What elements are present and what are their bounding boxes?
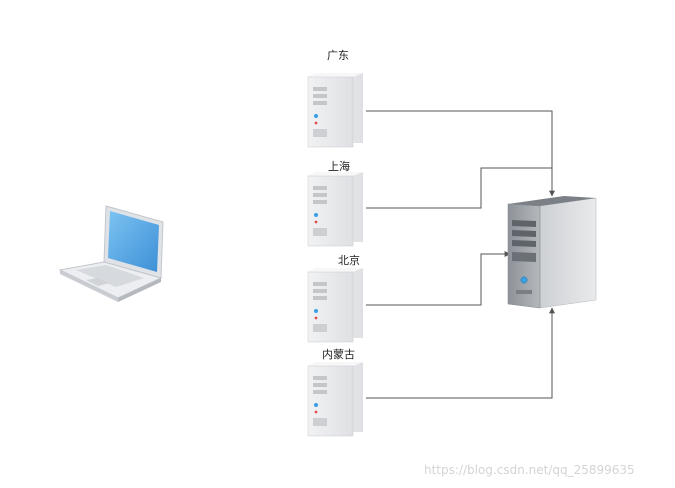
server-icon — [307, 267, 364, 343]
watermark-text: https://blog.csdn.net/qq_25899635 — [424, 463, 635, 477]
edge-beijing — [366, 251, 511, 306]
edge-neimenggu — [366, 307, 555, 399]
server-tower-icon — [507, 196, 597, 309]
server-icon — [307, 361, 364, 437]
server-icon — [307, 171, 364, 247]
label-neimenggu: 内蒙古 — [322, 347, 355, 361]
label-guangdong: 广东 — [327, 49, 349, 62]
server-shanghai: 上海 — [307, 159, 364, 247]
laptop-icon — [58, 205, 164, 302]
label-shanghai: 上海 — [328, 159, 350, 173]
edge-guangdong — [366, 110, 555, 197]
edge-shanghai — [366, 167, 553, 209]
label-beijing: 北京 — [338, 253, 360, 267]
server-icon — [307, 72, 364, 148]
connections — [366, 110, 555, 399]
server-neimenggu: 内蒙古 — [307, 347, 364, 437]
server-beijing: 北京 — [307, 253, 364, 343]
server-guangdong: 广东 — [307, 49, 364, 148]
